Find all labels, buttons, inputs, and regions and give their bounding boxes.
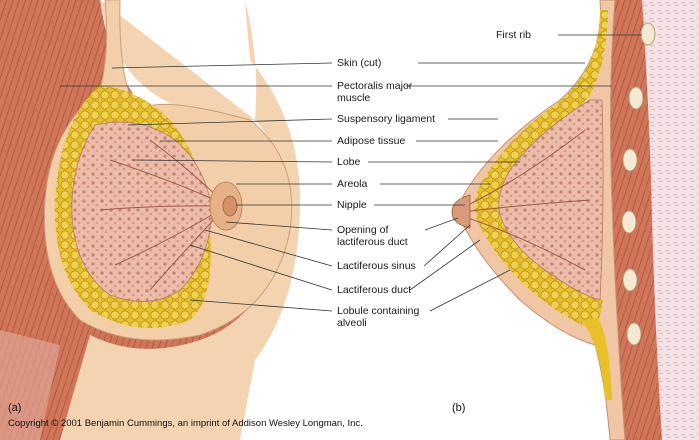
label-opening-line2: lactiferous duct	[337, 236, 408, 248]
frontal-view	[0, 0, 300, 440]
label-lobule-line2: alveoli	[337, 317, 367, 329]
label-nipple: Nipple	[337, 199, 367, 211]
skin-a	[60, 0, 300, 440]
nipple-b	[451, 194, 471, 229]
label-opening-line1: Opening of	[337, 224, 389, 236]
label-areola: Areola	[337, 178, 368, 190]
first-rib	[640, 22, 656, 46]
label-pectoralis-major-line2: muscle	[337, 92, 371, 104]
label-first-rib: First rib	[496, 29, 531, 41]
label-lobule-line1: Lobule containing	[337, 305, 420, 317]
gland-a	[71, 121, 213, 302]
label-lactiferous-duct: Lactiferous duct	[337, 284, 412, 296]
gland-b	[498, 99, 604, 301]
label-pectoralis-major-line1: Pectoralis major	[337, 80, 413, 92]
nipple-a	[222, 195, 238, 217]
panel-label-a: (a)	[8, 402, 22, 414]
adipose-b	[474, 10, 608, 330]
copyright-notice: Copyright © 2001 Benjamin Cummings, an i…	[8, 418, 363, 429]
label-skin-cut: Skin (cut)	[337, 57, 382, 69]
label-lobe: Lobe	[337, 156, 361, 168]
label-adipose-tissue: Adipose tissue	[337, 135, 406, 147]
sagittal-view	[451, 0, 699, 440]
panel-label-b: (b)	[452, 402, 466, 414]
leader-lines	[60, 34, 642, 312]
label-lactiferous-sinus: Lactiferous sinus	[337, 260, 416, 272]
label-suspensory-ligament: Suspensory ligament	[337, 113, 436, 125]
